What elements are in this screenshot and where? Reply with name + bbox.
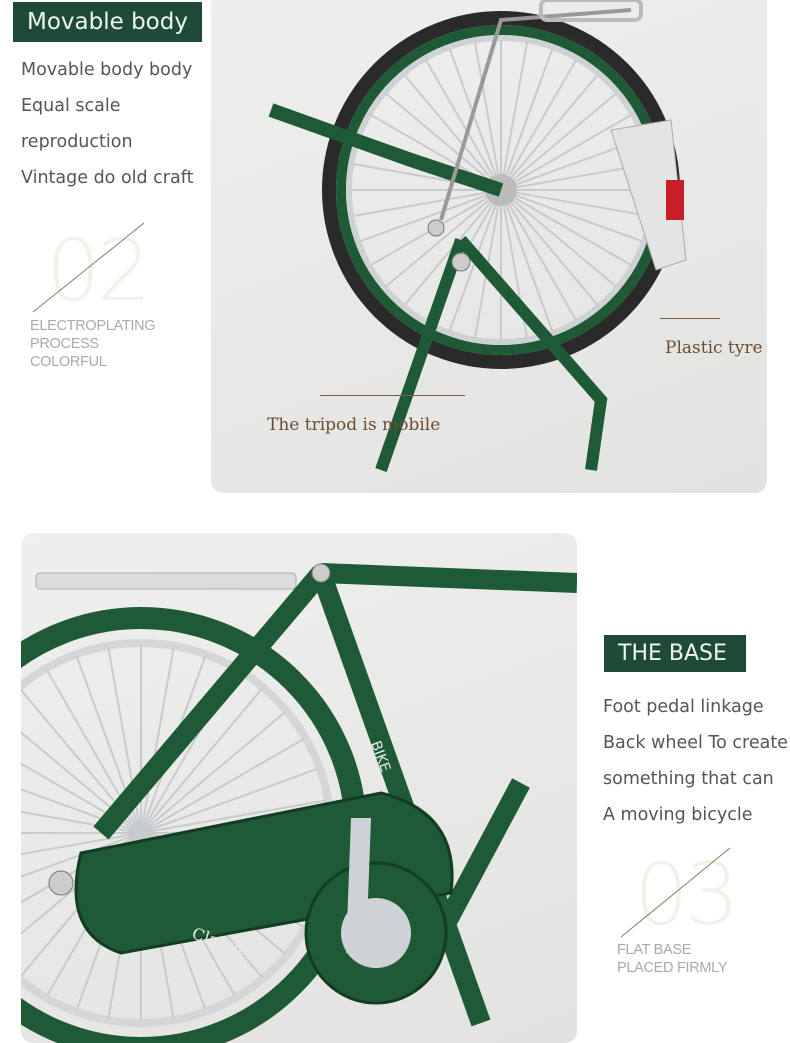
feature-item: reproduction xyxy=(21,132,133,152)
feature-list: Movable body body Equal scale reproducti… xyxy=(21,52,193,196)
wheel-spoke xyxy=(500,74,599,191)
section-number: 03 xyxy=(634,845,739,945)
wheel-spoke xyxy=(500,42,528,191)
section-tag-the-base: THE BASE xyxy=(604,635,746,672)
wheel-spoke xyxy=(140,738,305,834)
wheel-spoke xyxy=(385,189,502,288)
feature-item: something that can xyxy=(603,769,774,789)
feature-item: Vintage do old craft xyxy=(21,168,194,188)
wheel-spoke xyxy=(500,114,632,191)
wheel-spoke xyxy=(500,189,554,332)
subtitle-line: PLACED FIRMLY xyxy=(617,960,728,976)
subtitle-line: FLAT BASE xyxy=(617,942,692,958)
wheel-spoke xyxy=(500,92,617,191)
bicycle-rear-wheel-illustration xyxy=(268,0,687,472)
feature-item: A moving bicycle xyxy=(603,805,753,825)
caption-line xyxy=(660,318,720,319)
diagonal-divider xyxy=(32,222,145,313)
wheel-spoke xyxy=(140,767,319,834)
wheel-spoke xyxy=(140,688,263,834)
feature-item: Movable body body xyxy=(21,60,193,80)
wheel-spoke xyxy=(474,42,502,191)
wheel-spoke xyxy=(500,189,617,288)
feature-item: Foot pedal linkage xyxy=(603,697,764,717)
section-subtitle: ELECTROPLATING PROCESS COLORFUL xyxy=(30,317,156,371)
wheel-spoke xyxy=(500,189,649,217)
section-number: 02 xyxy=(46,221,151,321)
wheel-spoke xyxy=(448,48,502,191)
feature-item: Back wheel To create xyxy=(603,733,788,753)
diagonal-divider xyxy=(620,847,731,938)
wheel-spoke xyxy=(403,74,502,191)
product-photo-rear-wheel xyxy=(211,0,767,493)
wheel-spoke xyxy=(353,189,502,217)
wheel-spoke xyxy=(500,189,577,321)
bicycle-drivetrain-illustration: Classic BIKE xyxy=(21,563,577,1043)
wheel-spoke xyxy=(500,189,643,243)
caption-plastic-tyre: Plastic tyre xyxy=(665,338,763,358)
section-tag-movable-body: Movable body xyxy=(13,2,202,42)
wheel-spoke xyxy=(500,48,554,191)
wheel-spoke xyxy=(385,92,502,191)
feature-list: Foot pedal linkage Back wheel To create … xyxy=(603,689,788,833)
subtitle-line: PROCESS xyxy=(30,336,99,352)
wheel-spoke xyxy=(359,189,502,243)
wheel-spoke xyxy=(425,59,502,191)
wheel-spoke xyxy=(21,832,142,856)
wheel-spoke xyxy=(500,189,632,266)
subtitle-line: ELECTROPLATING xyxy=(30,318,156,334)
wheel-spoke xyxy=(500,189,599,306)
caption-tripod: The tripod is mobile xyxy=(267,415,441,435)
wheel-spoke xyxy=(21,832,142,878)
wheel-spoke xyxy=(140,799,327,834)
section-subtitle: FLAT BASE PLACED FIRMLY xyxy=(617,941,728,977)
wheel-spoke xyxy=(500,59,577,191)
wheel-spoke xyxy=(140,647,175,834)
subtitle-line: COLORFUL xyxy=(30,354,107,370)
product-photo-chain-guard: Classic BIKE xyxy=(21,533,577,1043)
caption-line xyxy=(320,395,465,396)
feature-item: Equal scale xyxy=(21,96,121,116)
wheel-spoke xyxy=(140,711,286,834)
